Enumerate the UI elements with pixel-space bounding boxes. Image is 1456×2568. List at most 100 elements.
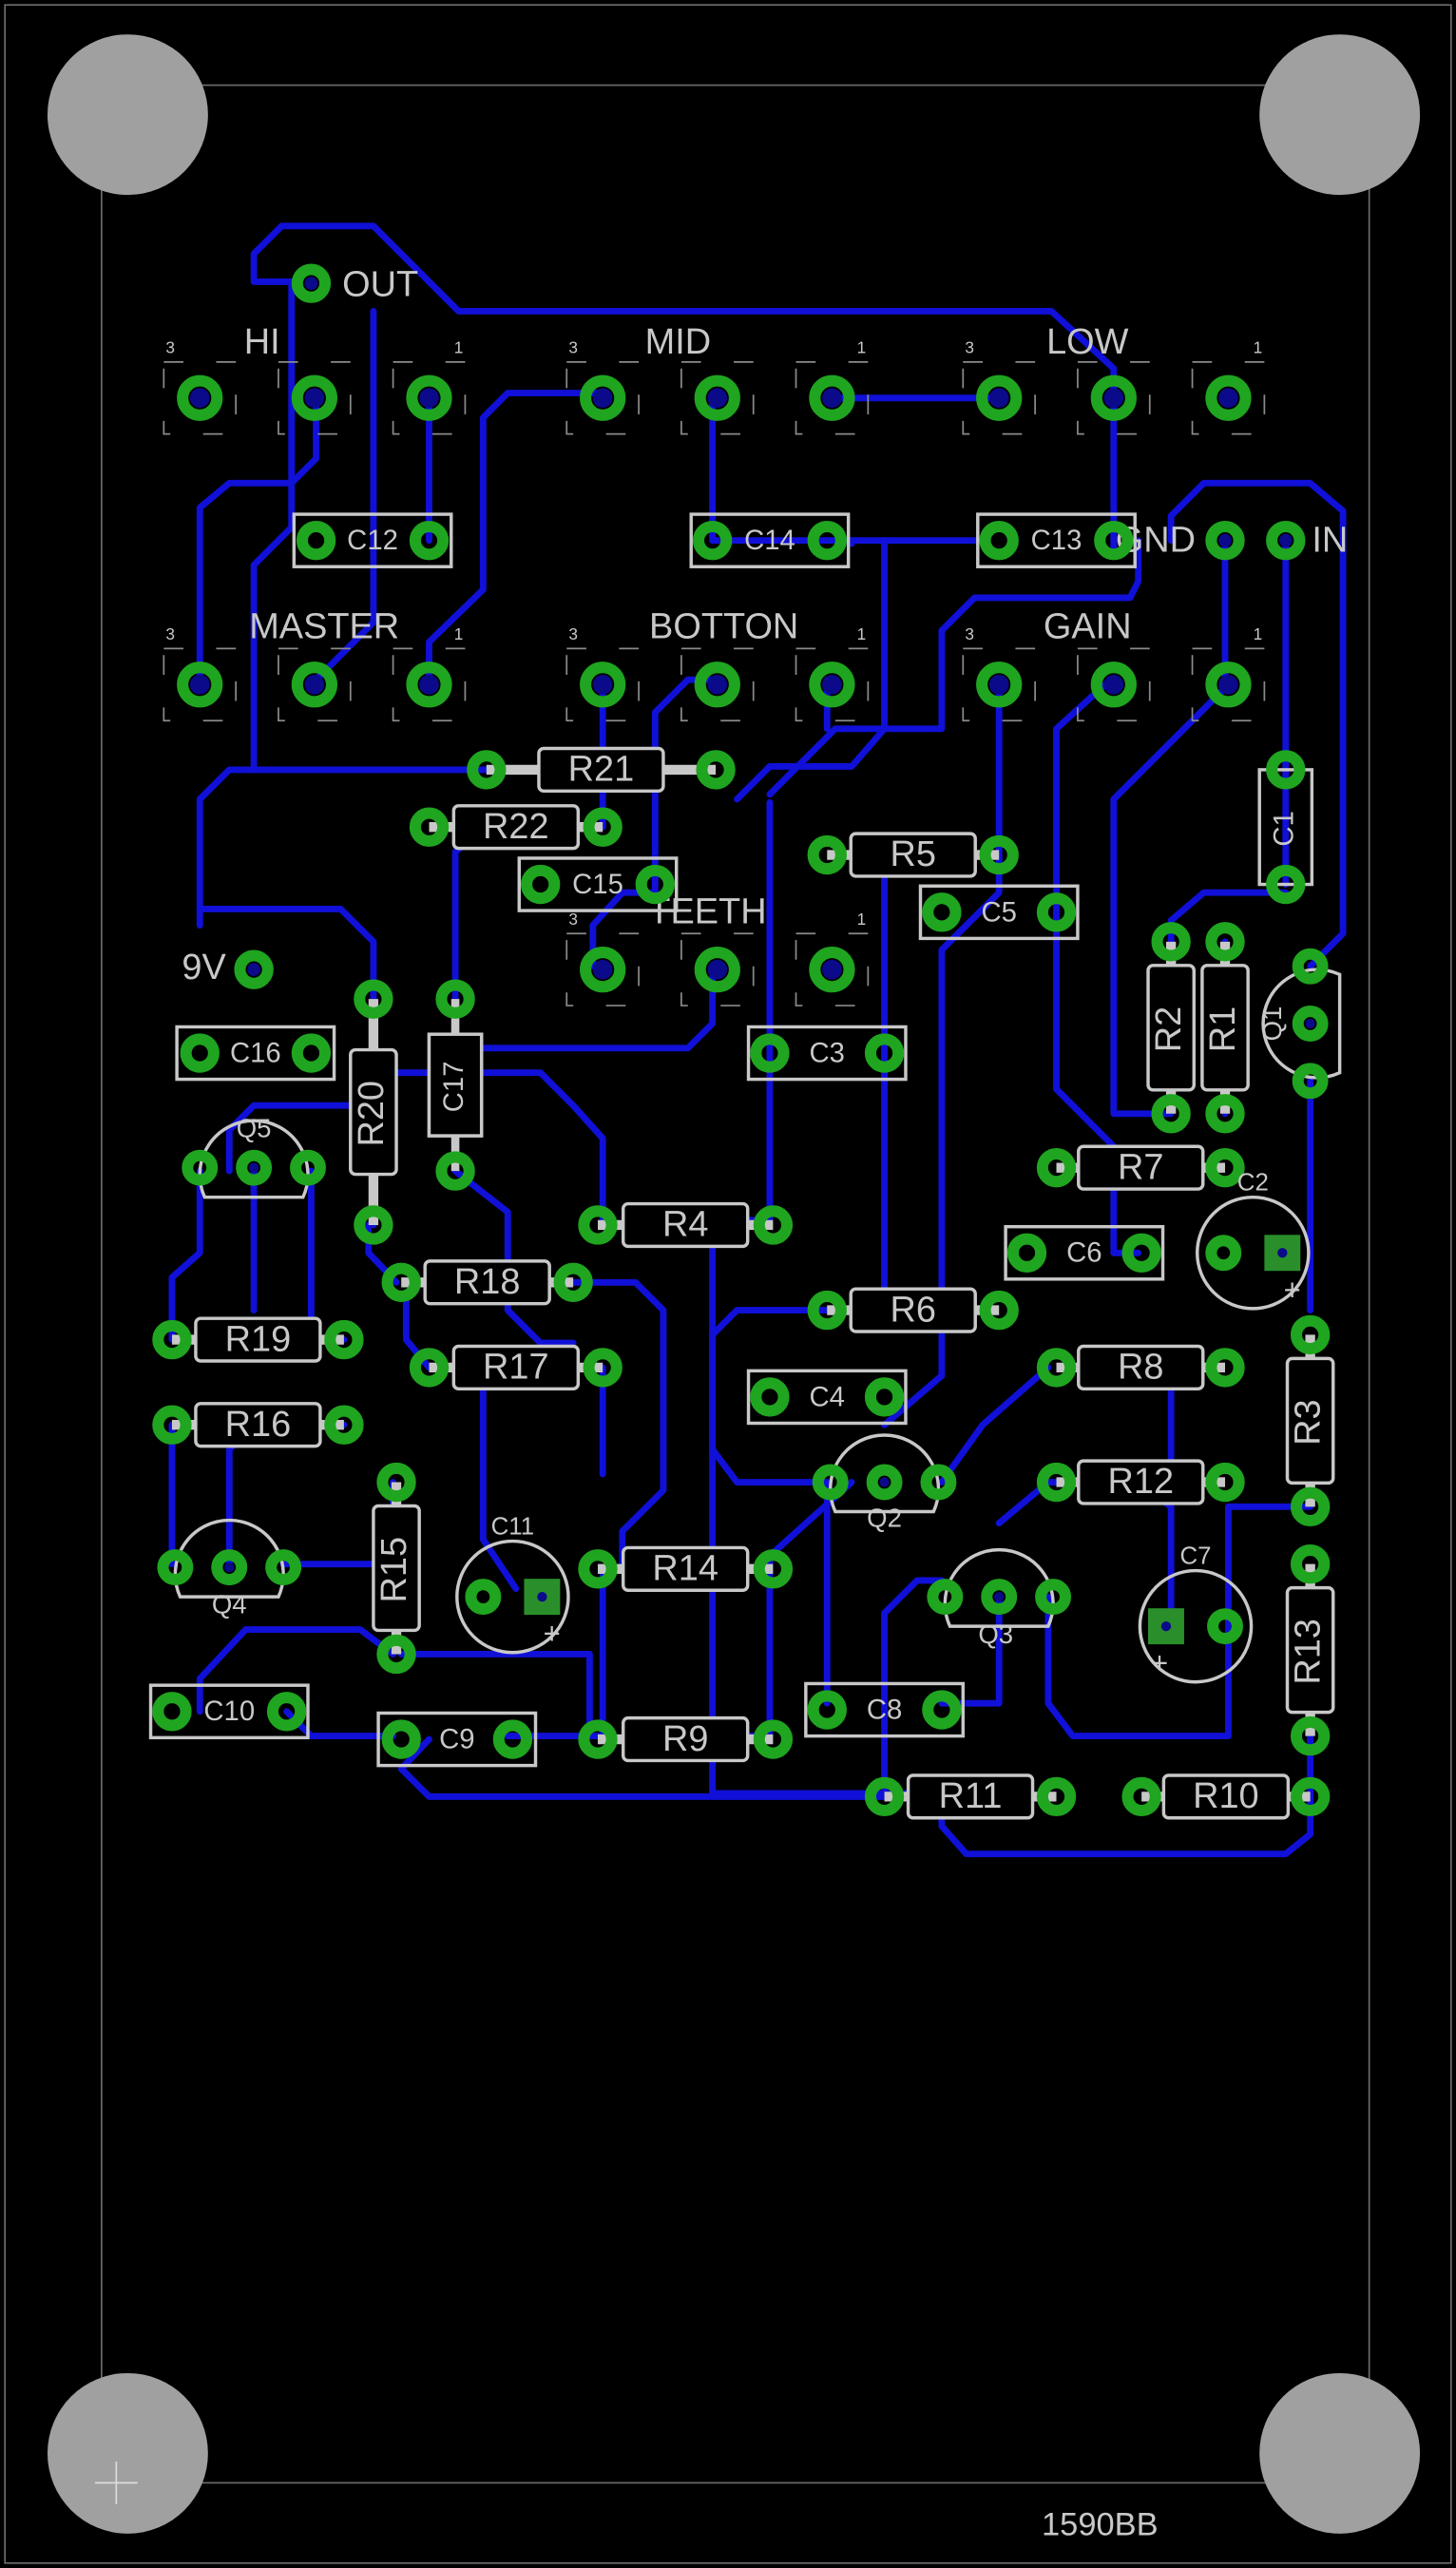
resistor-body (621, 1545, 750, 1592)
pot-name-label: GAIN (1044, 607, 1132, 647)
resistor-r22: R22 (409, 804, 623, 851)
transistor-pad (182, 1149, 219, 1186)
resistor-pad (354, 1205, 393, 1245)
resistor-label: R12 (1107, 1462, 1174, 1502)
enclosure-outline (100, 84, 1370, 2484)
pot-pad-center (822, 959, 842, 980)
resistor-r19: R19 (152, 1316, 364, 1363)
resistor-label: R13 (1289, 1619, 1329, 1685)
resistor-body (451, 1344, 581, 1391)
capacitor-pad (807, 520, 847, 561)
resistor-pad (578, 1719, 618, 1759)
capacitor-pad (1266, 864, 1306, 905)
resistor-body (1161, 1773, 1291, 1820)
connector-pad (234, 949, 274, 989)
connector-pad-center (1278, 533, 1293, 547)
capacitor-body (1004, 1224, 1165, 1281)
pot-pin3-label: 3 (568, 624, 578, 643)
capacitor-pad (296, 520, 336, 561)
resistor-pad (753, 1719, 794, 1759)
pot-pad-outline (1191, 647, 1266, 722)
pot-pin3-label: 3 (165, 624, 175, 643)
pot-pin3-label: 3 (965, 624, 974, 643)
pot-pin1-label: 1 (1254, 624, 1263, 643)
resistor-pad (324, 1405, 364, 1445)
pot-pad-center (592, 388, 613, 409)
connector-label: IN (1312, 520, 1348, 560)
pot-pad (177, 374, 223, 421)
resistor-label: R19 (225, 1319, 292, 1359)
pot-pad (1090, 374, 1137, 421)
resistor-body (451, 804, 581, 851)
resistor-pad (578, 1549, 618, 1589)
resistor-r4: R4 (578, 1201, 794, 1249)
copper-trace (938, 1733, 1314, 1858)
capacitor-pad (635, 864, 675, 905)
capacitor-c10: C10 (148, 1683, 310, 1740)
resistor-label: R8 (1118, 1348, 1163, 1388)
resistor-r13: R13 (1285, 1543, 1335, 1756)
capacitor-body (746, 1369, 908, 1426)
resistor-label: R10 (1193, 1776, 1259, 1816)
pot-pin1-label: 1 (454, 338, 464, 357)
pot-pad (809, 374, 855, 421)
pot-pad-outline (392, 647, 467, 722)
capacitor-body-fill (427, 1032, 484, 1138)
pot-pad (1205, 374, 1252, 421)
capacitor-body (804, 1681, 966, 1738)
resistor-r5: R5 (807, 832, 1019, 878)
resistor-pad (807, 1290, 847, 1331)
pot-pin1-label: 1 (1254, 338, 1263, 357)
copper-trace (225, 1102, 373, 1175)
polarity-mark: + (1151, 1647, 1168, 1680)
capacitor-c8: C8 (804, 1681, 966, 1738)
capacitor-pad (864, 1377, 905, 1417)
resistor-r20: R20 (349, 979, 398, 1245)
pot-pad (809, 947, 855, 993)
resistor-label: R1 (1203, 1006, 1243, 1052)
capacitor-body (1257, 768, 1314, 887)
mounting-hole (1259, 34, 1421, 196)
resistor-body (849, 1287, 977, 1333)
transistor-pad (981, 1579, 1018, 1616)
pot-pad (580, 661, 626, 708)
resistor-pad (354, 979, 393, 1019)
resistor-label: R4 (662, 1205, 708, 1245)
resistor-pad (1205, 1462, 1245, 1503)
transistor-pad (236, 1149, 273, 1186)
pot-pad-center (419, 388, 439, 409)
resistor-body (1285, 1356, 1335, 1485)
polarity-mark: + (1284, 1274, 1301, 1307)
pot-pin3-label: 3 (568, 910, 578, 929)
pot-pad (976, 661, 1023, 708)
copper-trace (196, 1626, 397, 1715)
resistor-body (1200, 964, 1250, 1092)
transistor-label: Q4 (212, 1590, 247, 1619)
resistor-pad (583, 807, 623, 847)
electrolytic-pad-center (537, 1591, 547, 1602)
transistor-pad-center (224, 1562, 235, 1573)
capacitor-c2: C2+ (1195, 1170, 1311, 1311)
capacitor-pad (152, 1692, 192, 1732)
capacitor-label: C1 (1269, 811, 1300, 846)
capacitor-body (746, 1025, 908, 1082)
pot-pad (406, 374, 452, 421)
resistor-body (423, 1259, 551, 1306)
connector-pad (291, 263, 332, 303)
resistor-pad (409, 807, 450, 847)
resistor-body (1077, 1144, 1205, 1191)
connector-9v: 9V (182, 948, 274, 989)
transistor-pad (290, 1149, 326, 1186)
transistor-q4: Q4 (157, 1518, 302, 1619)
copper-trace (397, 1735, 889, 1800)
pot-pad-outline (392, 360, 467, 435)
capacitor-label: C8 (867, 1694, 902, 1725)
pot-pad (580, 374, 626, 421)
pot-pad-center (304, 388, 325, 409)
resistor-pad (1151, 922, 1191, 962)
copper-trace (709, 1307, 831, 1485)
pot-pad-center (988, 388, 1009, 409)
